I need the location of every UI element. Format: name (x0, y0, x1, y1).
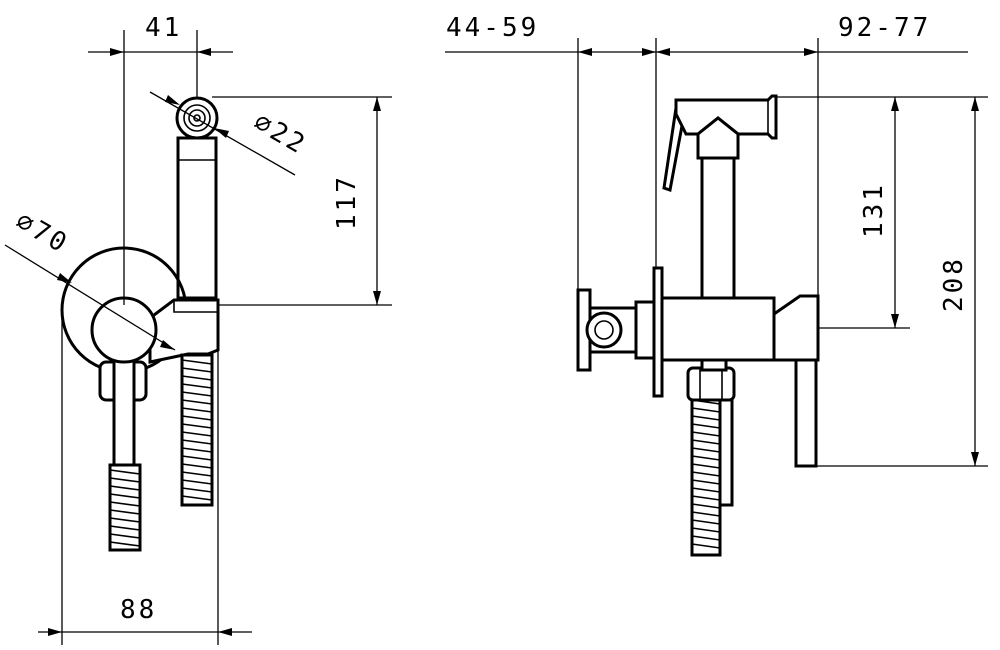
dim-131: 131 (776, 96, 988, 329)
dim-diameter-70-label: ⌀70 (11, 206, 74, 260)
hose-right (180, 353, 214, 507)
dim-131-label: 131 (859, 182, 889, 238)
dim-diameter-22: ⌀22 (149, 91, 312, 176)
dim-92-77-label: 92-77 (838, 13, 931, 43)
dim-208-label: 208 (939, 256, 969, 312)
dim-208: 208 (816, 97, 988, 467)
dim-88-label: 88 (120, 595, 157, 625)
dim-41-label: 41 (145, 13, 182, 43)
dim-side-top: 44-59 92-77 (445, 13, 968, 296)
sprayer-holder (148, 298, 220, 364)
hose-side (690, 393, 734, 557)
hose-left (108, 463, 142, 552)
dim-88: 88 (38, 305, 252, 645)
sprayer-body (176, 136, 218, 300)
valve-lever-side (772, 294, 820, 362)
valve-knob (90, 296, 158, 364)
sprayer-handle-side (700, 156, 736, 300)
dim-41: 41 (88, 13, 233, 305)
side-view: 44-59 92-77 131 208 (445, 13, 988, 557)
valve-body-side (660, 296, 776, 362)
hose-nut-side (686, 366, 736, 402)
valve-stem (112, 358, 136, 467)
dim-117-label: 117 (332, 174, 362, 230)
dim-44-59-label: 44-59 (446, 13, 539, 43)
sprayer-head (175, 96, 219, 140)
front-view: 41 ⌀22 ⌀70 117 88 (4, 13, 392, 645)
dim-diameter-22-label: ⌀22 (249, 107, 312, 161)
dim-117: 117 (212, 96, 392, 306)
sprayer-nozzle-cone (696, 116, 740, 160)
